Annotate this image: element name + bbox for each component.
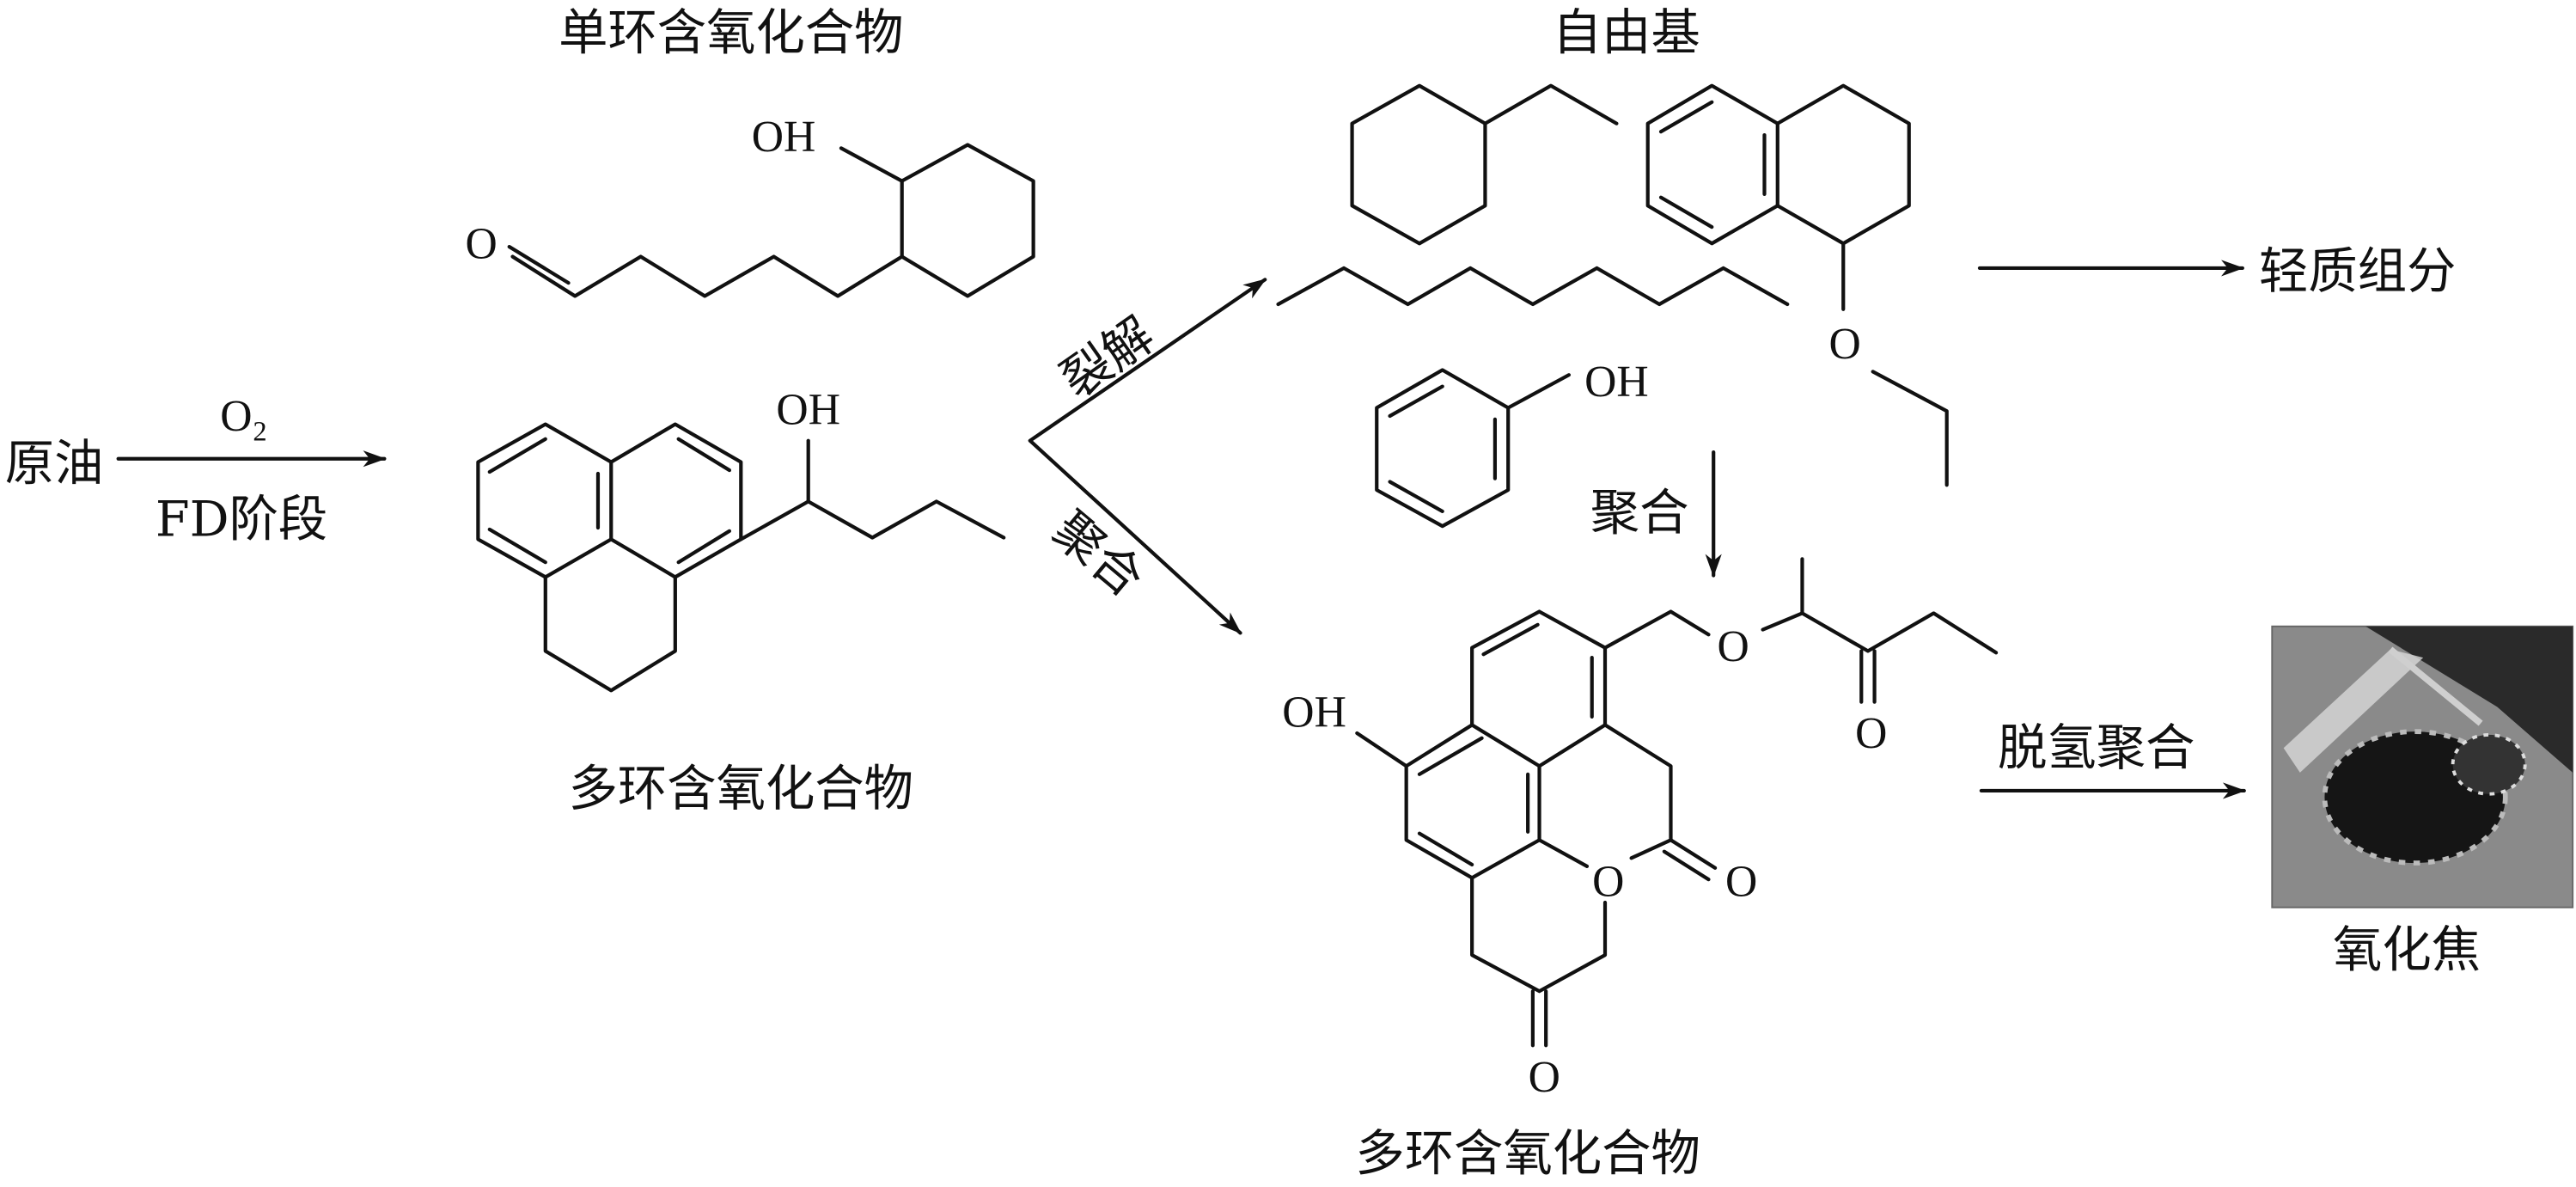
- polycyclic-oxygenate-structure-1: OH: [476, 386, 1006, 693]
- polymerization-down-label: 聚合: [1590, 484, 1689, 541]
- atom-o: O: [466, 219, 497, 268]
- dehydro-polymerization-label: 脱氢聚合: [1998, 719, 2194, 776]
- polycyclic-title-2: 多环含氧化合物: [1355, 1125, 1700, 1183]
- atom-oh: OH: [752, 113, 816, 162]
- oxidized-coke-label: 氧化焦: [2333, 921, 2481, 979]
- polycyclic-oxygenate-structure-2: O O O OH O O: [1282, 557, 1999, 1102]
- oxygen-symbol: O: [220, 392, 252, 441]
- atom-o: O: [1529, 1053, 1560, 1102]
- oxygen-subscript: 2: [253, 417, 266, 448]
- polycyclic-title-1: 多环含氧化合物: [569, 760, 913, 817]
- fd-stage-label: FD阶段: [156, 491, 327, 548]
- atom-o: O: [1855, 709, 1887, 758]
- light-fraction-label: 轻质组分: [2259, 242, 2456, 300]
- cracking-label: 裂解: [1051, 306, 1164, 410]
- atom-o: O: [1829, 320, 1861, 369]
- cracking-arrow: [1028, 278, 1267, 443]
- oxygen-label: O 2: [220, 392, 266, 447]
- atom-o: O: [1725, 857, 1757, 906]
- atom-o: O: [1718, 622, 1749, 671]
- radical-octyl-chain: [1276, 266, 1790, 307]
- monocyclic-oxygenate-structure: O OH: [466, 113, 1035, 298]
- radicals-title: 自由基: [1553, 4, 1700, 62]
- atom-oh: OH: [776, 386, 840, 435]
- atom-o: O: [1592, 857, 1624, 906]
- atom-oh: OH: [1584, 358, 1649, 407]
- polymerization-branch-label: 聚合: [1042, 500, 1155, 608]
- radical-phenol: OH: [1375, 358, 1649, 529]
- crude-oil-label: 原油: [5, 435, 104, 493]
- atom-oh: OH: [1282, 688, 1346, 737]
- oxidized-coke-photo: [2271, 625, 2574, 909]
- radical-tetralin-ether: O: [1645, 83, 1949, 487]
- monocyclic-title: 单环含氧化合物: [559, 4, 903, 62]
- radical-ethylcyclohexane: [1350, 83, 1619, 246]
- polymerization-arrow: [1028, 438, 1242, 635]
